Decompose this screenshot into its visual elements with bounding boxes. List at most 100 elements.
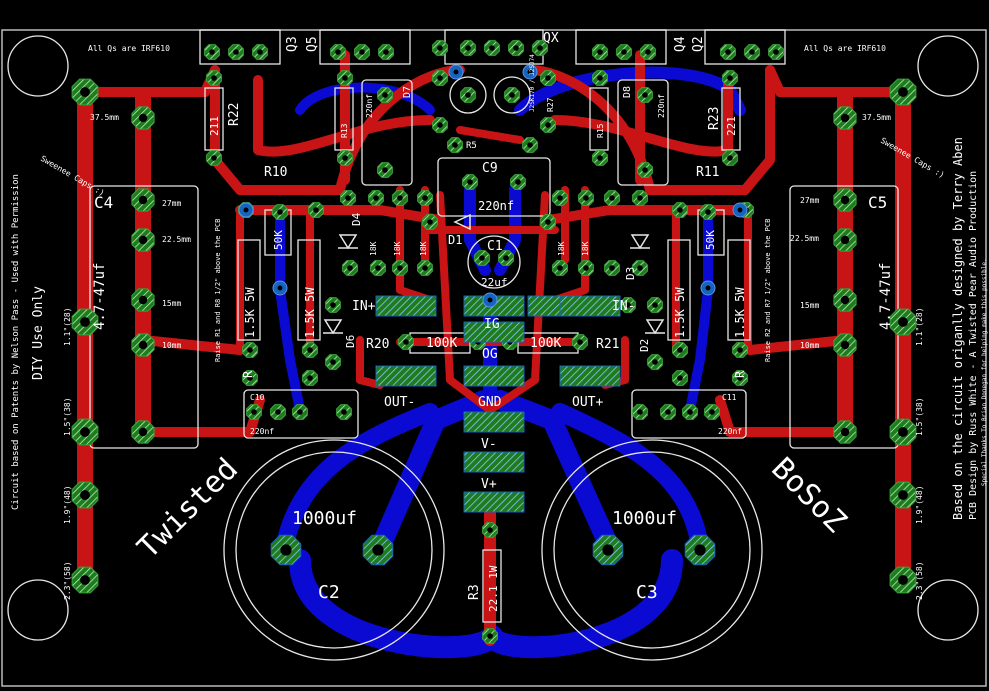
pad-drill [342, 75, 348, 81]
pad-drill [583, 265, 589, 271]
pad-drill [211, 155, 217, 161]
pad-drill [840, 340, 850, 350]
pad-drill [609, 265, 615, 271]
via-drill [705, 285, 711, 291]
left-margin-line2: DIY Use Only [31, 286, 46, 380]
pad-drill [359, 49, 365, 55]
pad-drill [840, 295, 850, 305]
pad-drill [602, 544, 614, 556]
pad-spacing-left-3: 2.3"(58) [63, 561, 72, 600]
pad-drill [342, 155, 348, 161]
pad-drill [465, 45, 471, 51]
raise-note-right: Raise R2 and R7 1/2" above the PCB [764, 219, 772, 362]
label-c8-value: 220nf [657, 94, 666, 118]
pad-drill [840, 235, 850, 245]
pad-drill [437, 45, 443, 51]
label-r2-value: 1.5K 5W [733, 287, 747, 338]
pad-drill [251, 409, 257, 415]
label-d7: D7 [402, 86, 413, 98]
label-d2: D2 [638, 339, 651, 352]
label-out-minus: OUT- [384, 395, 415, 410]
label-c2-value: 1000uf [292, 508, 357, 529]
right-margin-line1: Based on the circuit origanlly designed … [951, 137, 965, 520]
pad-spacing-right-2: 1.9"(48) [915, 485, 924, 524]
pad-drill [347, 265, 353, 271]
pad-drill [503, 255, 509, 261]
via-drill [453, 69, 459, 75]
pad-drill [452, 142, 458, 148]
raise-note-left: Raise R1 and R8 1/2" above the PCB [214, 219, 222, 362]
pad-drill [467, 179, 473, 185]
pad-drill [487, 527, 493, 533]
pad-drill [840, 195, 850, 205]
pad-drill [375, 265, 381, 271]
c2-outline [223, 439, 445, 661]
spacing-left-2: 15mm [162, 299, 181, 308]
connector-header [463, 411, 525, 433]
pad-drill [275, 409, 281, 415]
label-c1-value: 22uf [481, 276, 508, 289]
header-note-left: All Qs are IRF610 [88, 44, 170, 53]
label-c9-value: 220nf [478, 199, 514, 213]
pad-drill [677, 375, 683, 381]
pad-drill [209, 49, 215, 55]
label-r10-value: 50K [272, 230, 285, 250]
pad-drill [898, 427, 908, 437]
pad-drill [487, 633, 493, 639]
label-c11-value: 220nf [718, 427, 742, 436]
label-c10: C10 [250, 393, 265, 402]
pad-drill [513, 45, 519, 51]
pad-drill [687, 409, 693, 415]
label-c3-value: 1000uf [612, 508, 677, 529]
board-title-left: Twisted [131, 452, 245, 566]
spacing-left-1: 22.5mm [162, 235, 191, 244]
pad-drill [233, 49, 239, 55]
pad-drill [637, 409, 643, 415]
pad-drill [335, 49, 341, 55]
label-r27: R27 [546, 97, 555, 112]
pad-drill [479, 255, 485, 261]
label-c7-value: 220nf [365, 94, 374, 118]
pad-drill [709, 409, 715, 415]
via-drill [487, 297, 493, 303]
spacing-right-3: 10mm [800, 341, 819, 350]
c3-outline [541, 439, 763, 661]
pad-drill [403, 339, 409, 345]
label-r15: R15 [596, 123, 605, 138]
via-drill [277, 285, 283, 291]
label-c3: C3 [636, 582, 658, 603]
label-r23-value: 221 [725, 116, 738, 136]
pad-drill [382, 167, 388, 173]
label-in-minus: IN- [612, 299, 635, 314]
pad-drill [397, 195, 403, 201]
pad-drill [138, 235, 148, 245]
label-r21: R21 [596, 337, 619, 352]
pad-drill [297, 409, 303, 415]
label-r1-value: 1.5K 5W [243, 287, 257, 338]
pad-drill [725, 49, 731, 55]
spacing-left-3: 10mm [162, 341, 181, 350]
pad-drill [727, 75, 733, 81]
pad-drill [898, 317, 908, 327]
pitch-right: 37.5mm [862, 113, 891, 122]
pad-drill [609, 195, 615, 201]
right-margin-line3: Special Thanks To Brian Donegan for help… [981, 258, 988, 486]
pad-spacing-left-1: 1.5"(38) [63, 397, 72, 436]
pitch-left: 37.5mm [90, 113, 119, 122]
pad-drill [509, 92, 515, 98]
pad-drill [341, 409, 347, 415]
pad-drill [80, 490, 90, 500]
right-margin-line2: PCB Design by Russ White - A Twisted Pea… [968, 171, 979, 520]
pad-drill [557, 195, 563, 201]
label-v-minus: V- [481, 437, 497, 452]
pad-drill [257, 49, 263, 55]
diodes [323, 213, 665, 335]
pad-drill [652, 302, 658, 308]
pad-drill [80, 575, 90, 585]
pad-drill [247, 347, 253, 353]
label-c5: C5 [868, 193, 887, 212]
pad-spacing-left-0: 1.1"(28) [63, 307, 72, 346]
label-c4: C4 [94, 193, 113, 212]
label-r11: R11 [696, 165, 719, 180]
